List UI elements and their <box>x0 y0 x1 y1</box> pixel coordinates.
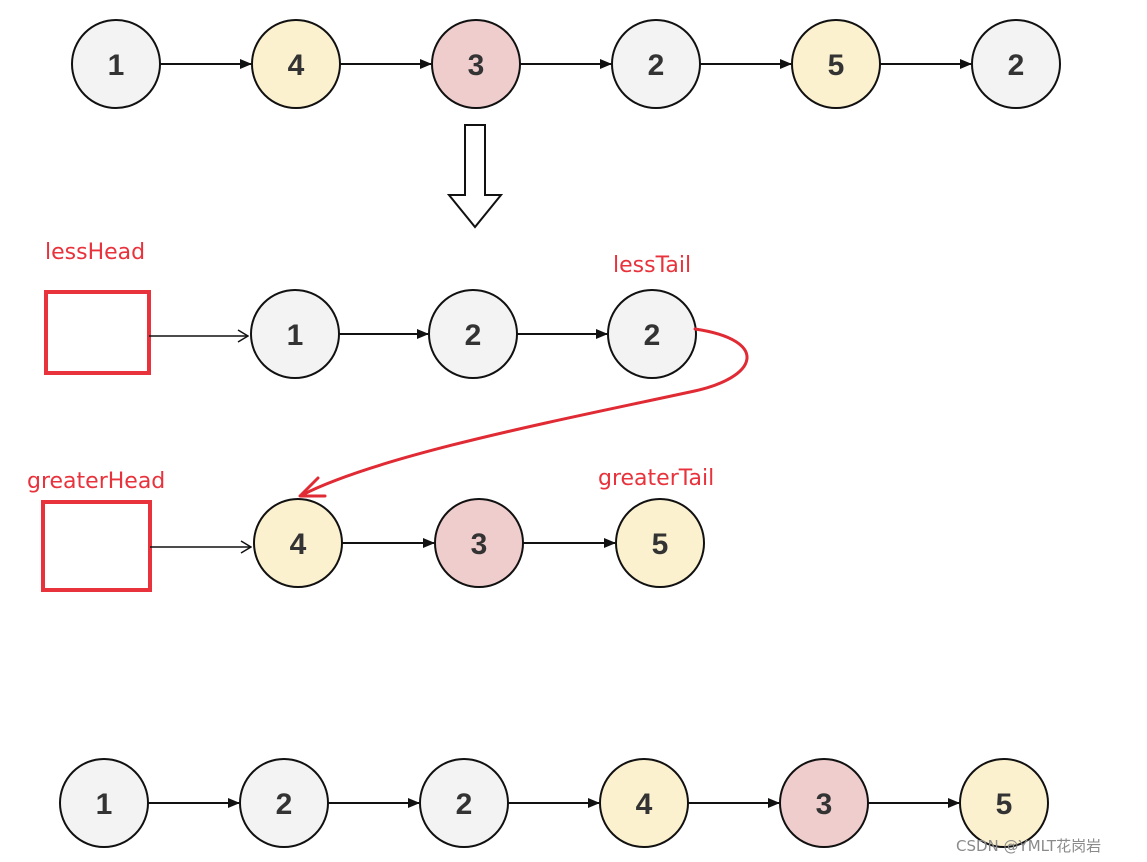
list-node-value: 5 <box>996 788 1013 821</box>
list-node-circle <box>599 758 689 848</box>
list-node-circle <box>791 19 881 109</box>
less-list-row: 1 2 2 <box>250 289 697 379</box>
list-node-circle <box>434 498 524 588</box>
list-node-value: 5 <box>828 49 845 82</box>
list-node-value: 2 <box>465 319 482 352</box>
greater-head-box <box>41 500 152 592</box>
list-node-circle <box>239 758 329 848</box>
list-node-value: 2 <box>276 788 293 821</box>
less-head-box <box>44 290 151 375</box>
original-list-row: 1 4 3 2 5 2 <box>71 19 1061 109</box>
list-node-value: 3 <box>471 528 488 561</box>
less-tail-link-arrowhead <box>298 476 327 498</box>
list-node-circle <box>779 758 869 848</box>
list-node-value: 1 <box>287 319 304 352</box>
list-node-value: 2 <box>456 788 473 821</box>
list-node-circle <box>251 19 341 109</box>
greater-tail-label: greaterTail <box>598 466 714 491</box>
less-tail-label: lessTail <box>613 253 691 278</box>
list-node-circle <box>253 498 343 588</box>
list-node-circle <box>959 758 1049 848</box>
list-node-value: 2 <box>1008 49 1025 82</box>
watermark: CSDN @YMLT花岗岩 <box>956 837 1101 855</box>
list-node-value: 1 <box>108 49 125 82</box>
result-list-row: 1 2 2 4 3 5 <box>59 758 1049 848</box>
list-node-value: 4 <box>288 49 305 82</box>
list-node-circle <box>428 289 518 379</box>
transform-down-arrow <box>446 124 504 229</box>
list-node-value: 1 <box>96 788 113 821</box>
list-node-circle <box>250 289 340 379</box>
list-node-circle <box>71 19 161 109</box>
list-node-circle <box>971 19 1061 109</box>
less-tail-to-greater-head-link <box>300 327 749 497</box>
list-node-circle <box>431 19 521 109</box>
list-node-value: 4 <box>636 788 653 821</box>
list-node-value: 4 <box>290 528 307 561</box>
list-node-circle <box>59 758 149 848</box>
list-node-value: 2 <box>648 49 665 82</box>
greater-list-row: 4 3 5 <box>253 498 705 588</box>
less-head-label: lessHead <box>45 240 145 265</box>
list-node-circle <box>607 289 697 379</box>
list-node-value: 5 <box>652 528 669 561</box>
greater-head-label: greaterHead <box>27 469 165 494</box>
list-node-circle <box>615 498 705 588</box>
list-node-value: 3 <box>468 49 485 82</box>
list-node-circle <box>419 758 509 848</box>
list-node-circle <box>611 19 701 109</box>
list-node-value: 2 <box>644 319 661 352</box>
list-node-value: 3 <box>816 788 833 821</box>
